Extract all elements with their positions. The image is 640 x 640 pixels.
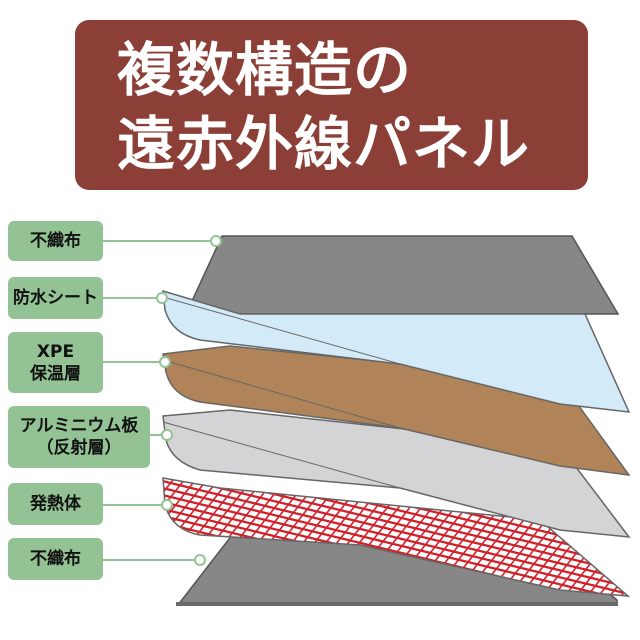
title-line-1: 複数構造の xyxy=(117,36,413,104)
label-waterproof-sheet: 防水シート xyxy=(8,277,103,319)
label-text: XPE xyxy=(36,341,75,362)
layer-nonwoven-top xyxy=(184,235,620,315)
label-aluminum-plate: アルミニウム板 （反射層） xyxy=(8,406,150,468)
label-text: （反射層） xyxy=(36,438,122,458)
layer-waterproof-sheet xyxy=(162,289,631,413)
label-text: 不織布 xyxy=(30,549,81,569)
label-text: 不織布 xyxy=(30,231,81,251)
label-nonwoven-bottom: 不織布 xyxy=(8,538,103,580)
label-nonwoven-top: 不織布 xyxy=(8,221,103,261)
label-text: 発熱体 xyxy=(30,494,81,514)
label-text: 防水シート xyxy=(13,288,98,308)
label-text: アルミニウム板 xyxy=(19,416,139,436)
label-text: 保温層 xyxy=(30,363,81,384)
label-heating-element: 発熱体 xyxy=(8,483,103,525)
connectors xyxy=(103,235,222,566)
label-xpe-insulation: XPE 保温層 xyxy=(8,332,103,393)
title-line-2: 遠赤外線パネル xyxy=(117,110,531,178)
title-banner: 複数構造の 遠赤外線パネル xyxy=(75,20,588,190)
